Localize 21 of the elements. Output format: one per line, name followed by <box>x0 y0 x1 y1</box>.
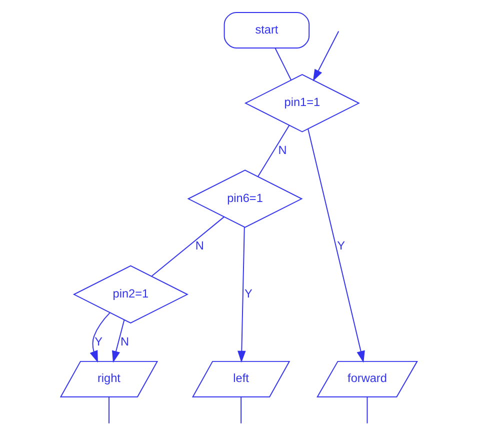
arrow <box>312 30 340 82</box>
connector <box>240 396 242 424</box>
edge-label: Y <box>337 238 346 253</box>
connector <box>366 396 368 424</box>
connector <box>151 216 225 277</box>
connector <box>257 124 290 178</box>
arrow <box>238 226 246 363</box>
node-diamond: pin6=1 <box>187 170 303 228</box>
arrow <box>90 312 110 363</box>
edge-label: N <box>195 238 204 253</box>
connector <box>274 48 292 81</box>
node-diamond: pin1=1 <box>244 74 360 132</box>
connector <box>108 396 110 424</box>
node-diamond: pin2=1 <box>72 265 188 324</box>
edge-label: N <box>120 334 130 348</box>
edge-label: N <box>278 143 287 158</box>
edge-label: Y <box>94 334 103 348</box>
arrow <box>308 128 365 363</box>
node-box: start <box>224 12 310 48</box>
edge-label: Y <box>244 286 252 300</box>
arrow <box>112 319 125 363</box>
